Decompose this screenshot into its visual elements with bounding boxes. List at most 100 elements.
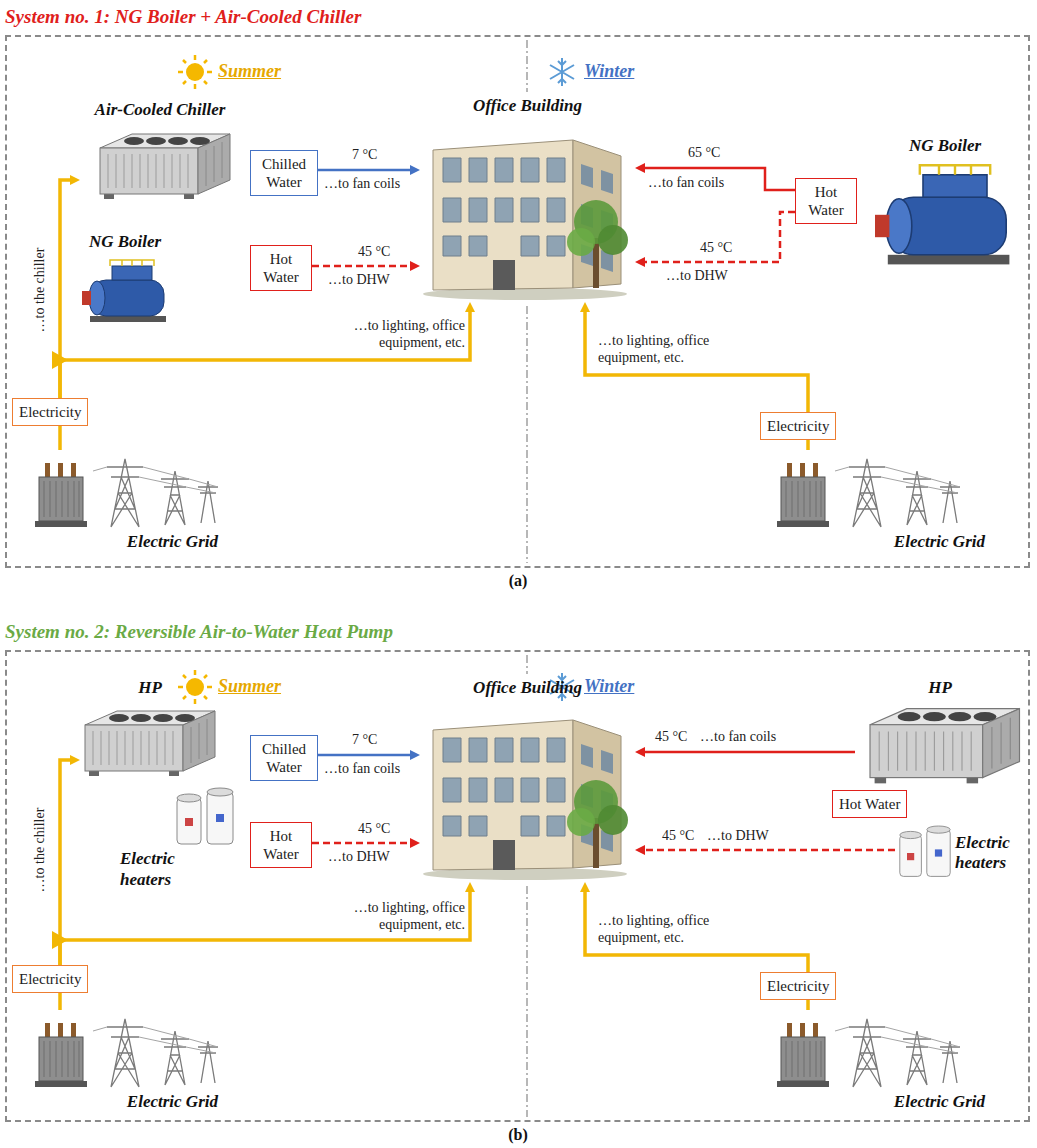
use-label: …to fan coils (648, 175, 724, 192)
season-divider (526, 886, 527, 1117)
power-grid: Electric Grid (770, 1010, 985, 1112)
unit-label: Electric heaters (120, 849, 200, 890)
edge-label: 45 °C (662, 828, 694, 845)
unit-label: NG Boiler (909, 136, 981, 156)
panel-caption: (b) (488, 1125, 548, 1144)
water-heater: Electric heaters (895, 824, 1023, 882)
fluid-box: Hot Water (250, 822, 312, 868)
unit-label: Electric Grid (127, 1092, 218, 1112)
use-label: …to DHW (328, 272, 390, 289)
building: Office Building (420, 96, 635, 302)
use-label: …to fan coils (700, 729, 776, 746)
water-heater: Electric heaters (120, 785, 245, 890)
use-label: …to DHW (666, 268, 728, 285)
power-grid-icon (777, 459, 960, 527)
water-heater-icon (900, 826, 950, 876)
power-grid: Electric Grid (770, 450, 985, 552)
flow-arrow (643, 751, 855, 754)
building-icon (423, 720, 628, 880)
flow-arrow (60, 310, 470, 398)
panel-title: System no. 1: NG Boiler + Air-Cooled Chi… (5, 6, 1026, 28)
edge-label: 65 °C (688, 145, 720, 162)
boiler-unit: NG Boiler (70, 232, 180, 327)
use-label: …to DHW (707, 828, 769, 845)
power-grid: Electric Grid (28, 450, 218, 552)
season-divider (526, 306, 527, 563)
heat-pump-icon (85, 711, 215, 776)
boiler-unit: NG Boiler (865, 136, 1025, 270)
flow-arrow (58, 426, 62, 450)
box-label: Hot Water (257, 827, 305, 863)
flow-arrow (58, 993, 62, 1010)
edge-label: 7 °C (352, 147, 377, 164)
box-label: Electricity (767, 977, 829, 995)
boiler-icon (875, 165, 1009, 264)
unit-label: NG Boiler (89, 232, 161, 252)
edge-label: 7 °C (352, 732, 377, 749)
flow-arrow (643, 212, 795, 262)
unit-label: Office Building (473, 678, 582, 698)
edge-label: …to lighting, office equipment, etc. (300, 900, 465, 934)
fluid-box: Hot Water (250, 245, 312, 291)
box-label: Electricity (767, 417, 829, 435)
season-label: Summer (218, 676, 281, 698)
panel-title: System no. 2: Reversible Air-to-Water He… (5, 621, 1026, 643)
power-box: Electricity (760, 972, 836, 1000)
flow-arrow (585, 310, 808, 412)
edge-label: 45 °C (358, 821, 390, 838)
chiller-unit: Air-Cooled Chiller (80, 100, 240, 205)
season-label: Winter (584, 676, 634, 698)
fluid-box: Hot Water (795, 178, 857, 224)
water-heater-icon (177, 788, 233, 844)
use-label: …to fan coils (324, 176, 400, 193)
fluid-box: Chilled Water (250, 735, 318, 781)
power-grid-icon (777, 1019, 960, 1087)
sun-icon (178, 55, 212, 89)
edge-label: 45 °C (700, 240, 732, 257)
heat-pump: HP (855, 678, 1025, 788)
flow-arrow (318, 754, 412, 757)
flow-arrow (585, 890, 808, 972)
power-box: Electricity (12, 965, 88, 993)
flow-arrow (806, 440, 810, 450)
flow-arrow (318, 169, 412, 172)
system-panel: System no. 2: Reversible Air-to-Water He… (5, 650, 1030, 1122)
edge-label: 45 °C (358, 244, 390, 261)
fluid-box: Hot Water (832, 790, 907, 818)
flow-arrow (60, 180, 72, 398)
flow-arrow (60, 760, 72, 965)
unit-label: HP (138, 678, 162, 698)
power-grid-icon (35, 459, 218, 527)
use-label: …to fan coils (324, 761, 400, 778)
power-grid: Electric Grid (28, 1010, 218, 1112)
fluid-box: Chilled Water (250, 150, 318, 196)
power-box: Electricity (12, 398, 88, 426)
building-icon (423, 140, 628, 300)
season-label: Summer (218, 61, 281, 83)
unit-label: HP (928, 678, 952, 698)
box-label: Electricity (19, 970, 81, 988)
box-label: Chilled Water (257, 155, 311, 191)
box-label: Hot Water (802, 183, 850, 219)
flow-arrow (312, 265, 412, 268)
season-divider (526, 655, 527, 674)
edge-label: 45 °C (655, 729, 687, 746)
power-box: Electricity (760, 412, 836, 440)
unit-label: Electric heaters (955, 833, 1023, 874)
box-label: Hot Water (257, 250, 305, 286)
season-label: Winter (584, 61, 634, 83)
edge-label: …to lighting, office equipment, etc. (598, 913, 768, 947)
system-panel: System no. 1: NG Boiler + Air-Cooled Chi… (5, 35, 1030, 568)
flow-arrow (312, 842, 412, 845)
chiller-icon (100, 134, 230, 199)
unit-label: Electric Grid (894, 1092, 985, 1112)
flow-arrow (60, 890, 470, 965)
edge-label: …to the chiller (32, 808, 49, 893)
box-label: Chilled Water (257, 740, 311, 776)
boiler-icon (82, 260, 166, 322)
box-label: Hot Water (839, 795, 900, 813)
panel-caption: (a) (488, 571, 548, 590)
sun-icon (178, 670, 212, 704)
season-divider (526, 40, 527, 92)
